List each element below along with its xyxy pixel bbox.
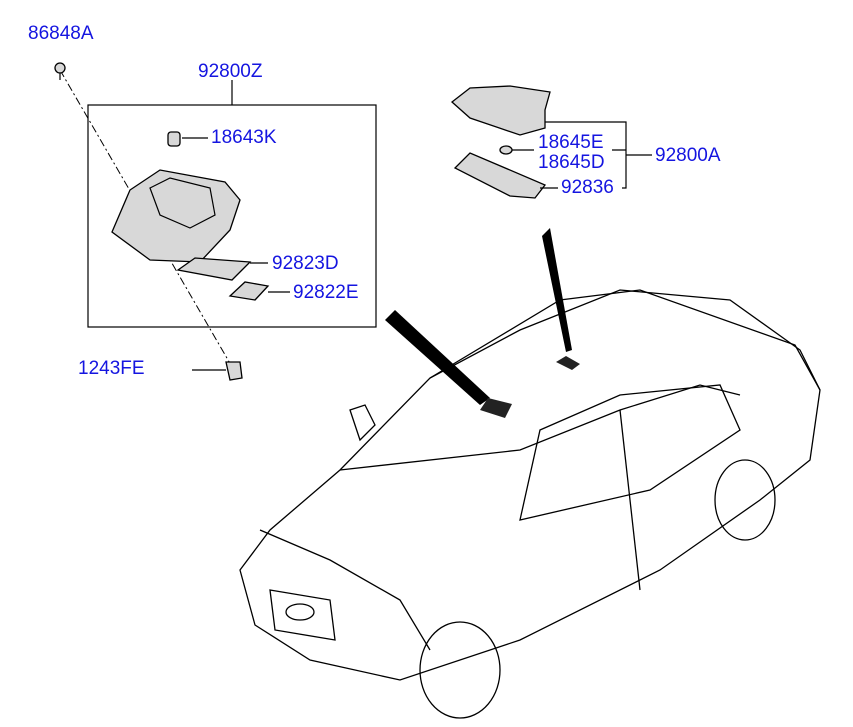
label-18643K[interactable]: 18643K bbox=[211, 127, 277, 148]
lens-92823D bbox=[176, 257, 252, 281]
label-92836[interactable]: 92836 bbox=[561, 177, 614, 198]
label-92800A[interactable]: 92800A bbox=[655, 145, 721, 166]
bulb-18643K bbox=[167, 131, 208, 147]
bulb-18645E bbox=[499, 145, 534, 155]
label-1243FE[interactable]: 1243FE bbox=[78, 358, 145, 379]
label-86848A[interactable]: 86848A bbox=[28, 23, 94, 44]
lens-92822E bbox=[228, 281, 270, 301]
screw-1243FE bbox=[192, 361, 243, 381]
pointer-rear bbox=[542, 228, 572, 352]
lamp-housing-92800Z bbox=[111, 169, 241, 263]
label-18645E[interactable]: 18645E bbox=[538, 132, 604, 153]
lens-92836 bbox=[453, 152, 547, 199]
lamp-housing-92800A bbox=[450, 85, 551, 136]
pointer-front bbox=[385, 310, 490, 405]
mounting-axis-line bbox=[59, 69, 236, 373]
label-92800Z[interactable]: 92800Z bbox=[198, 61, 263, 82]
clip-86848A bbox=[54, 62, 66, 80]
car-outline bbox=[239, 289, 821, 719]
label-92822E[interactable]: 92822E bbox=[293, 282, 359, 303]
label-18645D[interactable]: 18645D bbox=[538, 152, 605, 173]
label-92823D[interactable]: 92823D bbox=[272, 253, 339, 274]
